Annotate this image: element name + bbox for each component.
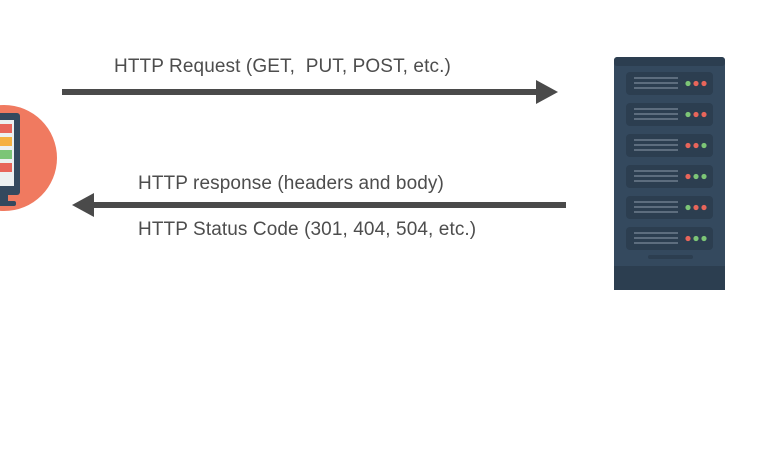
status-led-icon [685, 80, 691, 87]
status-led-icon [701, 204, 707, 211]
http-request-label: HTTP Request (GET, PUT, POST, etc.) [114, 56, 451, 77]
status-led-icon [685, 142, 691, 149]
status-led-icon [701, 235, 707, 242]
server-drive-unit [626, 165, 713, 188]
status-led-icon [701, 111, 707, 118]
http-response-label: HTTP response (headers and body) [138, 173, 444, 194]
status-led-icon [685, 235, 691, 242]
http-status-code-label: HTTP Status Code (301, 404, 504, etc.) [138, 219, 477, 240]
request-arrow [62, 80, 558, 104]
status-led-icon [693, 142, 699, 149]
server-drive-unit [626, 196, 713, 219]
status-led-icon [701, 80, 707, 87]
status-led-icon [693, 235, 699, 242]
status-led-icon [701, 142, 707, 149]
response-arrow [72, 193, 566, 217]
status-led-icon [685, 173, 691, 180]
status-led-icon [685, 111, 691, 118]
status-led-icon [693, 80, 699, 87]
server-drive-unit [626, 103, 713, 126]
status-led-icon [685, 204, 691, 211]
status-led-icon [693, 173, 699, 180]
server-rack-icon [614, 57, 725, 290]
client-computer-icon [0, 105, 57, 211]
server-drive-unit [626, 227, 713, 250]
status-led-icon [701, 173, 707, 180]
status-led-icon [693, 204, 699, 211]
server-drive-unit [626, 134, 713, 157]
server-drive-unit [626, 72, 713, 95]
status-led-icon [693, 111, 699, 118]
